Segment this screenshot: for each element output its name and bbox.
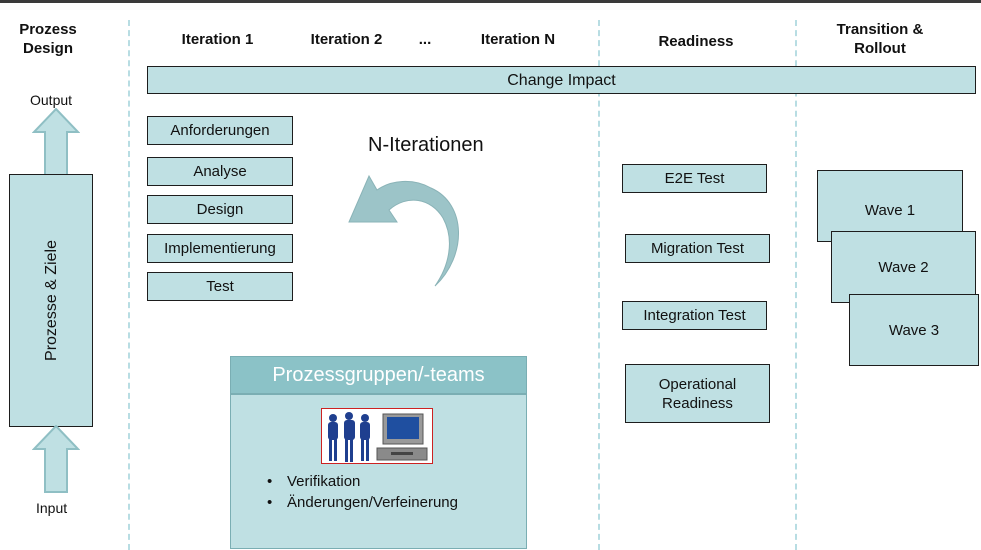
step-implementierung: Implementierung <box>147 234 293 263</box>
step-design: Design <box>147 195 293 224</box>
divider-design-iterations <box>128 20 130 550</box>
top-border-line <box>0 0 981 3</box>
header-iteration-n: Iteration N <box>480 31 556 48</box>
wave-2: Wave 2 <box>831 231 976 303</box>
process-groups-title-bar: Prozessgruppen/-teams <box>230 356 527 394</box>
step-analyse: Analyse <box>147 157 293 186</box>
step-test: Test <box>147 272 293 301</box>
bullet-verifikation: Verifikation <box>259 471 458 492</box>
header-ellipsis: ... <box>418 31 432 48</box>
output-label: Output <box>30 92 73 108</box>
process-groups-panel: Verifikation Änderungen/Verfeinerung <box>230 394 527 549</box>
process-groups-bullets: Verifikation Änderungen/Verfeinerung <box>259 471 458 513</box>
change-impact-bar: Change Impact <box>147 66 976 94</box>
header-iteration-2: Iteration 2 <box>310 31 383 48</box>
cycle-arrow-icon <box>348 174 459 287</box>
input-arrow-icon <box>32 425 80 493</box>
prozesse-ziele-box: Prozesse & Ziele <box>9 174 93 427</box>
team-computer-illustration <box>321 408 433 464</box>
input-label: Input <box>36 500 68 516</box>
readiness-integration-test: Integration Test <box>622 301 767 330</box>
readiness-e2e-test: E2E Test <box>622 164 767 193</box>
header-readiness: Readiness <box>658 33 734 50</box>
wave-1: Wave 1 <box>817 170 963 242</box>
bullet-aenderungen: Änderungen/Verfeinerung <box>259 492 458 513</box>
divider-readiness-rollout <box>795 20 797 550</box>
readiness-operational: Operational Readiness <box>625 364 770 423</box>
divider-iterations-readiness <box>598 20 600 550</box>
output-arrow-icon <box>32 108 80 176</box>
header-prozess-design: Prozess Design <box>19 21 77 57</box>
readiness-migration-test: Migration Test <box>625 234 770 263</box>
process-groups-title: Prozessgruppen/-teams <box>272 363 485 386</box>
step-anforderungen: Anforderungen <box>147 116 293 145</box>
n-iterationen-label: N-Iterationen <box>368 134 484 156</box>
wave-3: Wave 3 <box>849 294 979 366</box>
prozesse-ziele-label: Prozesse & Ziele <box>42 240 60 361</box>
header-transition-rollout: Transition & Rollout <box>836 21 924 57</box>
header-iteration-1: Iteration 1 <box>181 31 254 48</box>
